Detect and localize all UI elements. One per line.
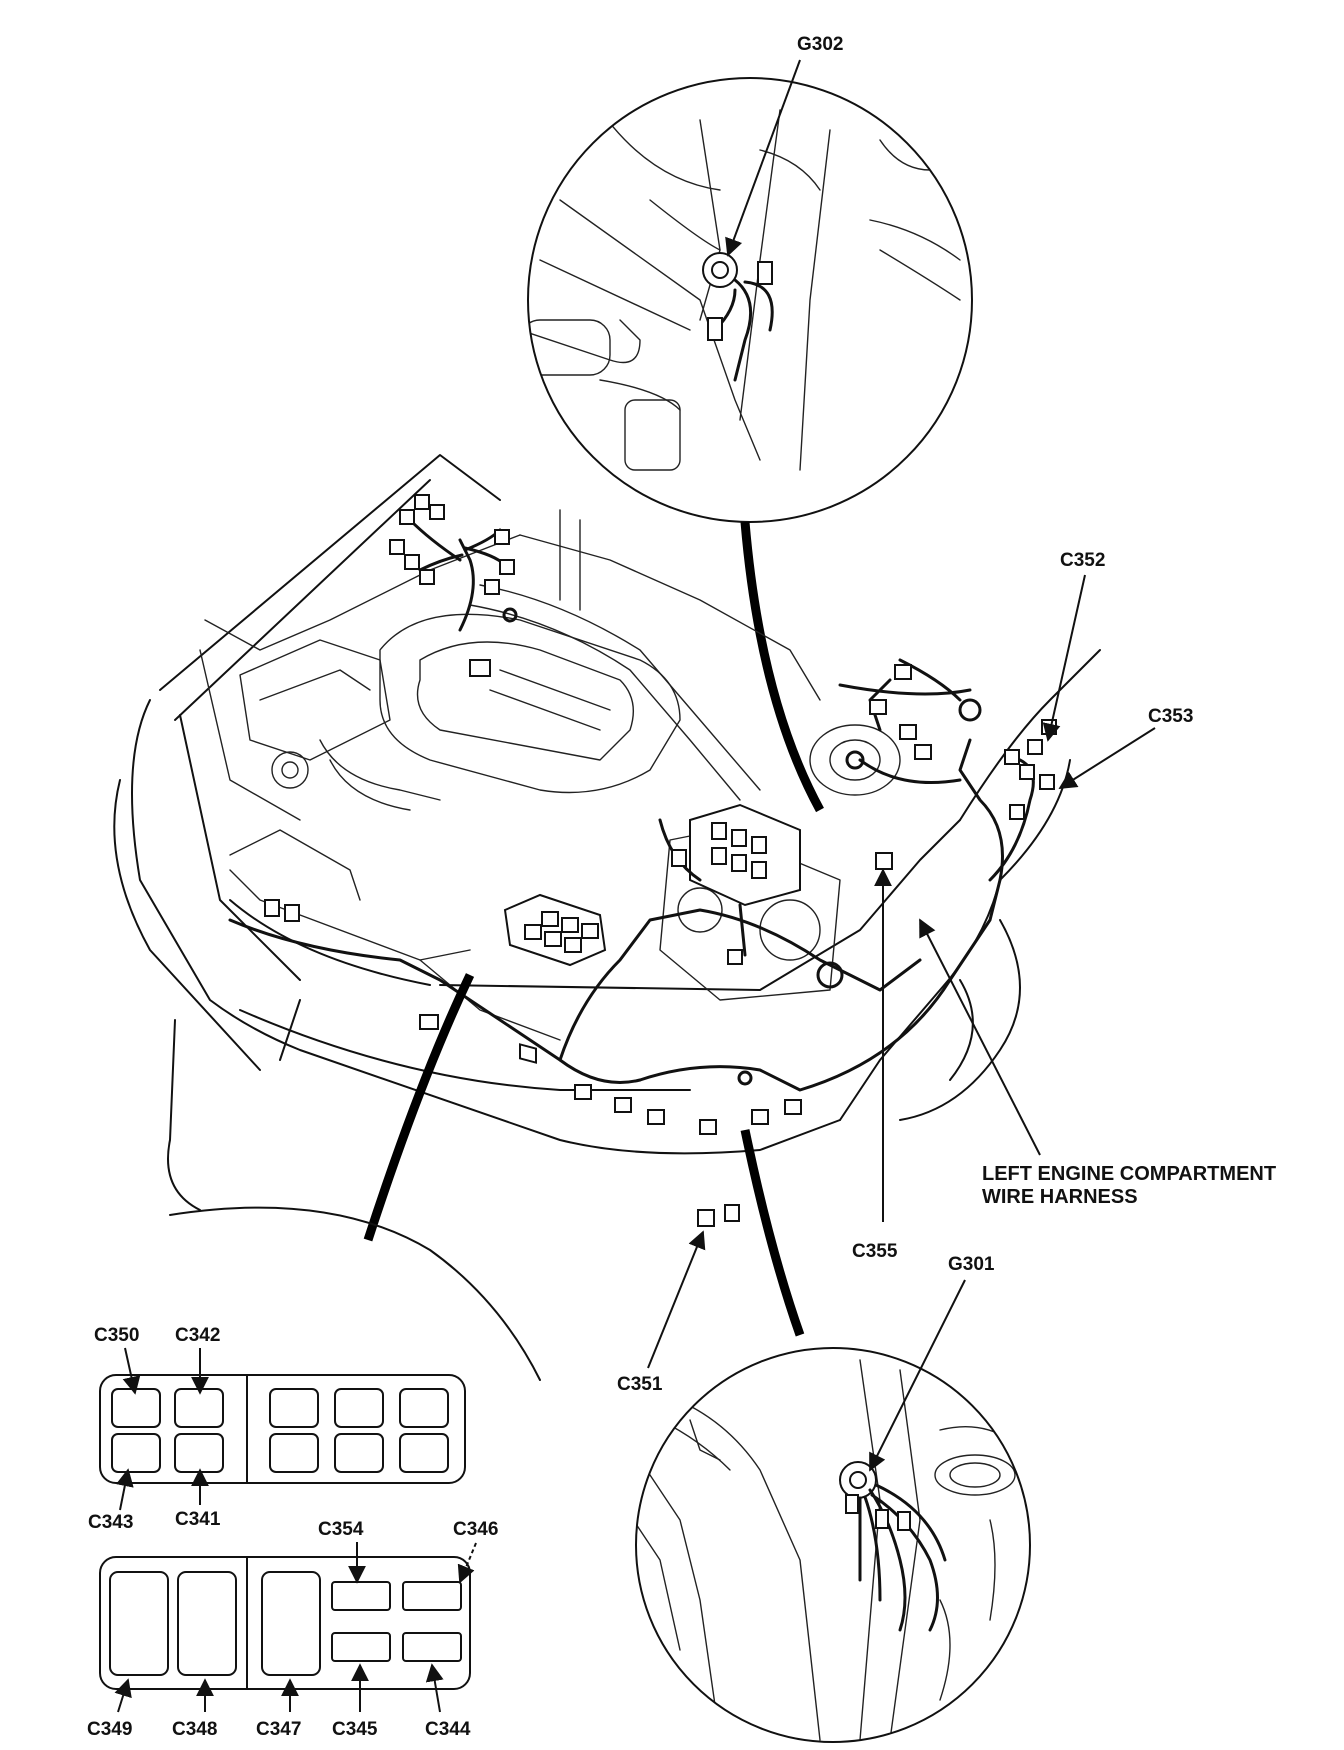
label-g302: G302 [797, 34, 843, 55]
g301-detail-view: G301 [635, 1254, 1031, 1743]
g302-detail-view: G302 [527, 34, 973, 523]
label-g301: G301 [948, 1254, 995, 1275]
label-c355: C355 [852, 1241, 898, 1262]
label-c347: C347 [256, 1719, 301, 1740]
label-c344: C344 [425, 1719, 471, 1740]
relay-box-illustration [503, 893, 607, 1064]
g302-arrow [725, 59, 801, 257]
label-c341: C341 [175, 1509, 221, 1530]
label-c352: C352 [1060, 550, 1105, 571]
label-c345: C345 [332, 1719, 378, 1740]
c351-arrow [647, 1230, 706, 1369]
c350-arrow [122, 1347, 141, 1395]
label-harness-line2: WIRE HARNESS [982, 1186, 1138, 1208]
label-c351: C351 [617, 1374, 663, 1395]
relay-box-lower-inset [99, 1556, 471, 1690]
left-engine-compartment-wire-harness [228, 494, 1057, 1227]
c346-arrow [457, 1542, 477, 1584]
c344-arrow [425, 1663, 444, 1713]
c352-arrow [1042, 574, 1086, 742]
detail-leader-left [363, 973, 475, 1242]
label-c348: C348 [172, 1719, 217, 1740]
c349-arrow [114, 1678, 132, 1713]
underhood-fuse-box-illustration [689, 803, 801, 907]
label-c350: C350 [94, 1325, 139, 1346]
relay-box-upper-inset [99, 1374, 466, 1484]
detail-leader-bottom [740, 1129, 805, 1337]
label-c353: C353 [1148, 706, 1193, 727]
harness-arrow [919, 918, 1041, 1156]
label-c349: C349 [87, 1719, 132, 1740]
label-c354: C354 [318, 1519, 364, 1540]
label-c343: C343 [88, 1512, 133, 1533]
inset-arc [169, 1206, 541, 1381]
label-c346: C346 [453, 1519, 498, 1540]
detail-leader-top [740, 521, 824, 813]
c343-arrow [115, 1468, 134, 1511]
vehicle-illustration [113, 454, 1101, 1211]
label-harness-line1: LEFT ENGINE COMPARTMENT [982, 1163, 1276, 1185]
c353-arrow [1058, 727, 1156, 789]
g301-arrow [869, 1279, 966, 1472]
label-c342: C342 [175, 1325, 220, 1346]
